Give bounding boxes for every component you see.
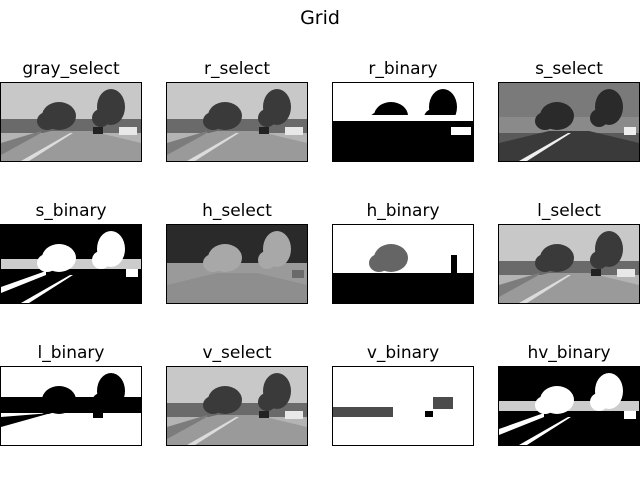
panel-image — [498, 82, 640, 162]
panel-title: v_binary — [366, 343, 440, 363]
panel-image — [166, 366, 308, 446]
panel-image — [0, 224, 142, 304]
panel-title: h_binary — [366, 201, 440, 221]
panel-s-binary: s_binary — [0, 200, 142, 304]
panel-title: s_select — [535, 59, 603, 79]
panel-r-select: r_select — [166, 58, 308, 162]
panel-title: r_select — [204, 59, 270, 79]
panel-title: v_select — [202, 343, 272, 363]
figure-title: Grid — [300, 7, 340, 29]
panel-title: hv_binary — [527, 343, 611, 363]
panel-v-select: v_select — [166, 342, 308, 446]
panel-title: l_binary — [37, 343, 105, 363]
panel-h-select: h_select — [166, 200, 308, 304]
panel-image — [166, 82, 308, 162]
panel-image — [0, 82, 142, 162]
panel-hv-binary: hv_binary — [498, 342, 640, 446]
panel-image — [332, 224, 474, 304]
panel-image — [498, 224, 640, 304]
panel-title: r_binary — [368, 59, 438, 79]
panel-title: h_select — [202, 201, 272, 221]
panel-l-select: l_select — [498, 200, 640, 304]
panel-image — [332, 82, 474, 162]
panel-h-binary: h_binary — [332, 200, 474, 304]
panel-image — [332, 366, 474, 446]
panel-l-binary: l_binary — [0, 342, 142, 446]
panel-title: l_select — [537, 201, 601, 221]
panel-image — [0, 366, 142, 446]
panel-image — [166, 224, 308, 304]
panel-s-select: s_select — [498, 58, 640, 162]
panel-r-binary: r_binary — [332, 58, 474, 162]
panel-title: s_binary — [35, 201, 107, 221]
panel-title: gray_select — [22, 59, 120, 79]
panel-image — [498, 366, 640, 446]
panel-v-binary: v_binary — [332, 342, 474, 446]
panel-gray-select: gray_select — [0, 58, 142, 162]
